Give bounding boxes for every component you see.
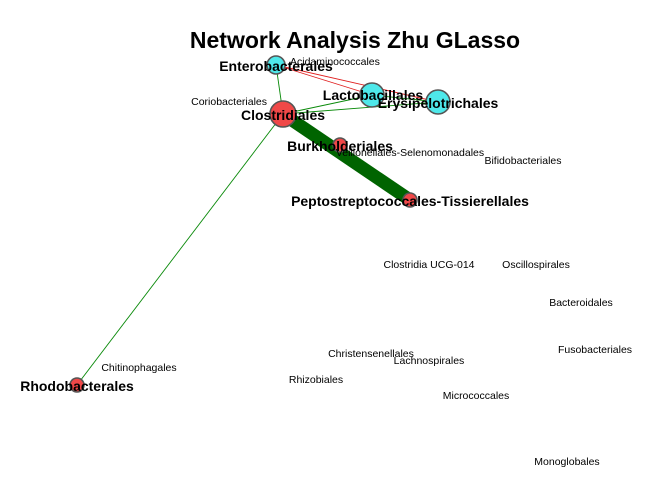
label-rhizobiales: Rhizobiales bbox=[289, 374, 343, 386]
label-micrococcales: Micrococcales bbox=[443, 390, 510, 402]
edge-enterobacterales-lactobacillales bbox=[275, 64, 373, 96]
labels-layer: EnterobacteralesAcidaminococcalesLactoba… bbox=[20, 56, 632, 468]
edge-clostridiales-rhodobacterales bbox=[76, 113, 284, 386]
edge-clostridiales-lactobacillales bbox=[282, 94, 373, 115]
label-bacteroidales: Bacteroidales bbox=[549, 297, 613, 309]
edge-clostridiales-erysipelotrichales bbox=[282, 101, 439, 115]
label-acidaminococcales: Acidaminococcales bbox=[290, 56, 380, 68]
label-lachnospirales: Lachnospirales bbox=[394, 355, 465, 367]
label-fusobacteriales: Fusobacteriales bbox=[558, 344, 632, 356]
node-clostridiales bbox=[269, 100, 297, 128]
label-erysipelotrichales: Erysipelotrichales bbox=[378, 95, 499, 111]
label-clostridia_ucg014: Clostridia UCG-014 bbox=[383, 259, 474, 271]
label-coriobacteriales: Coriobacteriales bbox=[191, 96, 267, 108]
label-monoglobales: Monoglobales bbox=[534, 456, 599, 468]
node-enterobacterales bbox=[266, 55, 286, 75]
label-rhodobacterales: Rhodobacterales bbox=[20, 378, 134, 394]
node-burkholderiales bbox=[332, 137, 348, 153]
label-enterobacterales: Enterobacterales bbox=[219, 58, 333, 74]
edge-enterobacterales-erysipelotrichales bbox=[275, 64, 439, 103]
label-clostridiales: Clostridiales bbox=[241, 107, 325, 123]
label-oscillospirales: Oscillospirales bbox=[502, 259, 570, 271]
label-veillonellales: Veillonellales-Selenomonadales bbox=[336, 147, 484, 159]
label-lactobacillales: Lactobacillales bbox=[323, 87, 424, 103]
node-lactobacillales bbox=[359, 82, 385, 108]
label-christensenellales: Christensenellales bbox=[328, 348, 414, 360]
label-burkholderiales: Burkholderiales bbox=[287, 138, 393, 154]
node-erysipelotrichales bbox=[425, 89, 451, 115]
edge-clostridiales-peptostreptococcales bbox=[279, 108, 414, 206]
diagram-title: Network Analysis Zhu GLasso bbox=[190, 27, 520, 53]
label-bifidobacteriales: Bifidobacteriales bbox=[484, 155, 561, 167]
node-peptostreptococcales bbox=[402, 192, 418, 208]
nodes-layer bbox=[69, 55, 451, 393]
label-peptostreptococcales: Peptostreptococcales-Tissierellales bbox=[291, 193, 529, 209]
label-chitinophagales: Chitinophagales bbox=[101, 362, 176, 374]
node-rhodobacterales bbox=[69, 377, 85, 393]
